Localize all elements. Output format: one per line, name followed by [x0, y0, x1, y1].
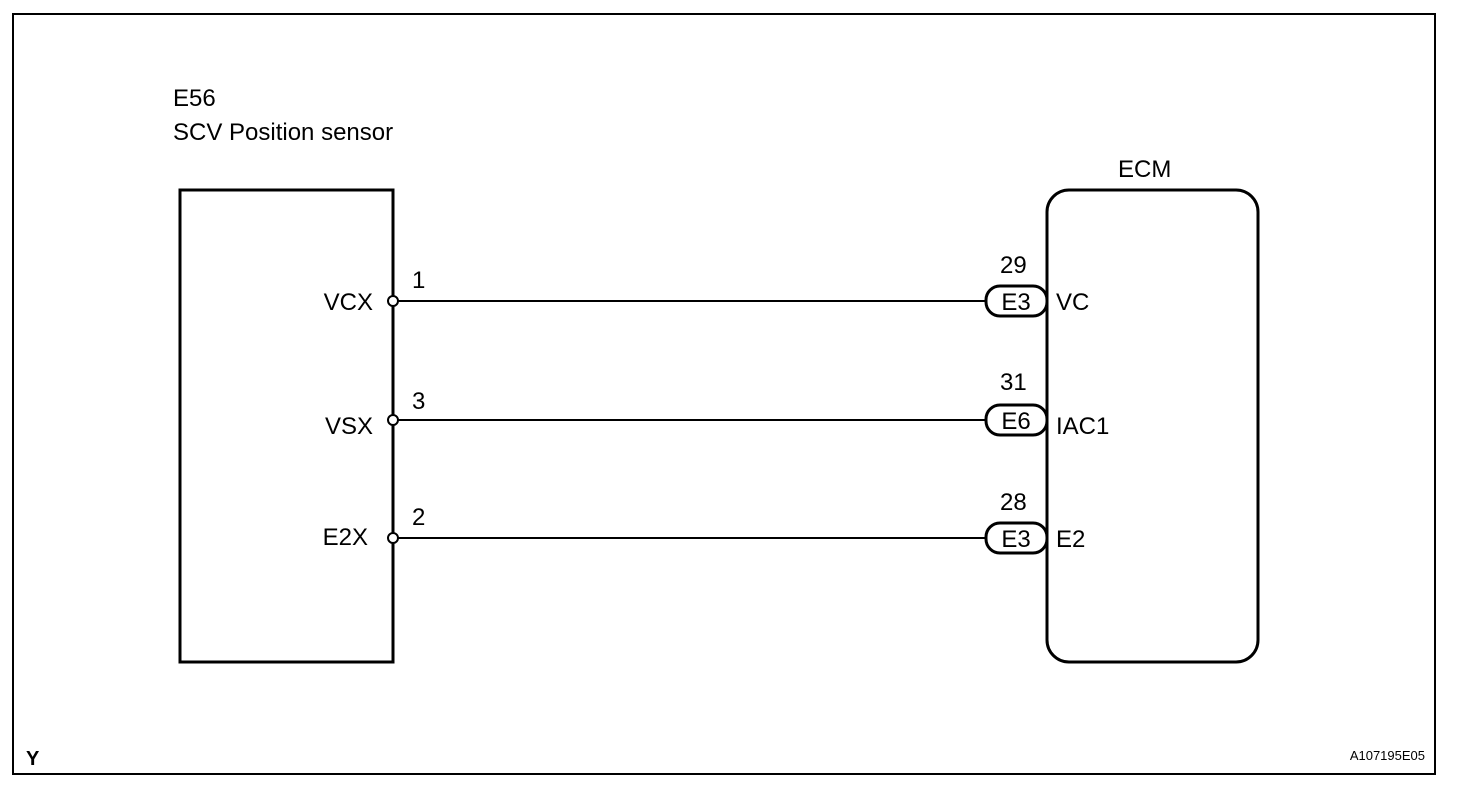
sensor-pin-label: VSX: [325, 413, 373, 440]
sensor-pin-number: 1: [412, 267, 425, 294]
connector-code: E3: [1001, 526, 1030, 553]
ecm-terminal-label: VC: [1056, 289, 1089, 316]
pin-terminal-circle: [387, 414, 399, 426]
wire-3: VSX 3 31 E6 IAC1: [325, 369, 1109, 440]
connector-badge: [984, 521, 1049, 555]
pin-terminal-circle: [387, 532, 399, 544]
ecm-terminal-number: 28: [1000, 489, 1027, 516]
ecm-title: ECM: [1118, 156, 1171, 183]
connector-badge: [984, 403, 1049, 437]
sensor-pin-label: VCX: [324, 289, 373, 316]
ecm-terminal-number: 29: [1000, 252, 1027, 279]
connector-code: E3: [1001, 289, 1030, 316]
diagram-frame: [12, 13, 1436, 775]
sensor-pin-label: E2X: [323, 524, 368, 551]
ecm-terminal-label: E2: [1056, 526, 1085, 553]
ecm-terminal-number: 31: [1000, 369, 1027, 396]
wire-1: VCX 1 29 E3 VC: [324, 252, 1089, 318]
connector-code: E6: [1001, 408, 1030, 435]
sensor-name: SCV Position sensor: [173, 119, 393, 146]
sensor-code: E56: [173, 85, 216, 112]
ecm-terminal-label: IAC1: [1056, 413, 1109, 440]
wire-2: E2X 2 28 E3 E2: [323, 489, 1085, 555]
connector-badge: [984, 284, 1049, 318]
footer-left-mark: Y: [26, 748, 40, 770]
figure-id: A107195E05: [1350, 748, 1425, 763]
sensor-pin-number: 2: [412, 504, 425, 531]
pin-terminal-circle: [387, 295, 399, 307]
sensor-pin-number: 3: [412, 388, 425, 415]
